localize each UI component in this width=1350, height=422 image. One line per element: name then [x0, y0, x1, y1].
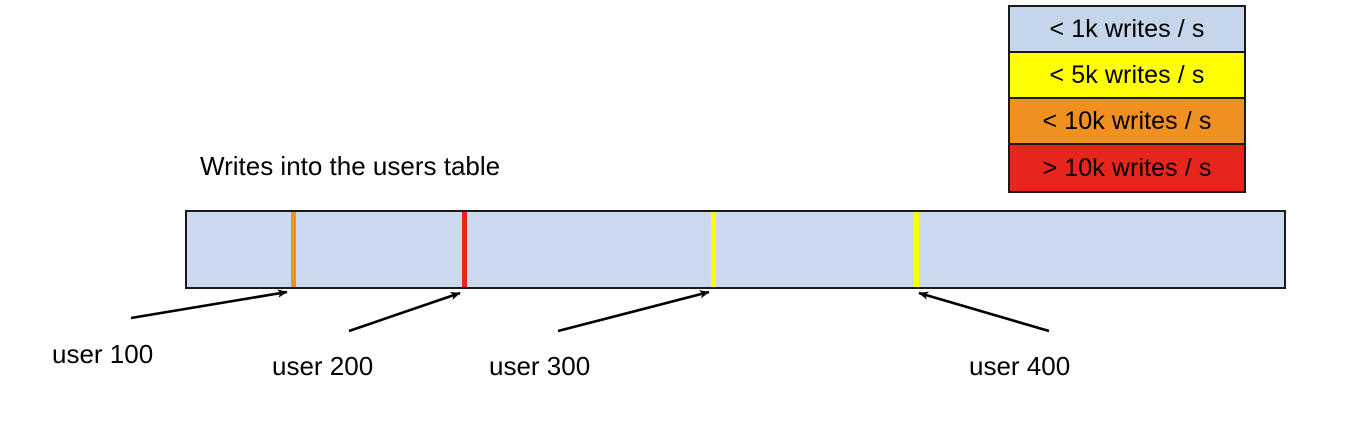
- legend-row: < 1k writes / s: [1010, 7, 1244, 53]
- legend-row: < 5k writes / s: [1010, 53, 1244, 99]
- hotspot-stripe-user-300: [711, 212, 716, 287]
- legend-row: > 10k writes / s: [1010, 145, 1244, 191]
- callout-label-user-400: user 400: [969, 351, 1071, 381]
- callout-label-user-200: user 200: [272, 351, 374, 381]
- hotspot-stripe-user-200: [462, 212, 467, 287]
- legend-label: < 5k writes / s: [1049, 60, 1205, 89]
- legend-label: < 1k writes / s: [1049, 14, 1205, 43]
- chart-title: Writes into the users table: [200, 151, 501, 181]
- hotspot-stripe-user-400: [914, 212, 919, 287]
- legend-row: < 10k writes / s: [1010, 99, 1244, 145]
- callout-label-user-300: user 300: [489, 351, 591, 381]
- legend-label: < 10k writes / s: [1042, 106, 1212, 135]
- bar-base-fill: [187, 212, 1284, 287]
- arrow-user-200: [348, 291, 461, 333]
- arrow-user-100: [130, 289, 288, 320]
- users-table-bar: [185, 210, 1286, 289]
- legend-label: > 10k writes / s: [1042, 153, 1212, 182]
- arrow-user-400: [918, 291, 1050, 333]
- callout-label-user-100: user 100: [52, 339, 154, 369]
- hotspot-stripe-user-100: [291, 212, 296, 287]
- arrow-user-300: [557, 290, 710, 333]
- legend: < 1k writes / s < 5k writes / s < 10k wr…: [1008, 5, 1246, 193]
